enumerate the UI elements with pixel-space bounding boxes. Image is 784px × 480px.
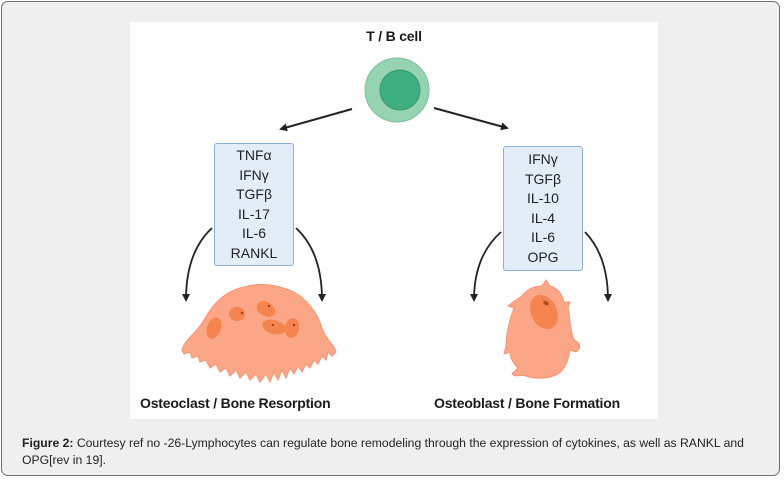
osteoblast-label: Osteoblast / Bone Formation	[434, 395, 620, 411]
cytokine-item: IL-6	[530, 229, 556, 245]
lymphocyte-title: T / B cell	[366, 28, 422, 44]
diagram-graphics	[181, 57, 612, 384]
curved-arrow-right-1	[470, 231, 502, 302]
cytokine-item: TGFβ	[235, 186, 273, 202]
curved-arrow-left-1	[182, 227, 213, 302]
cytokine-item: IL-10	[527, 190, 559, 206]
caption-label: Figure 2:	[22, 436, 74, 450]
osteoclast-cytokine-box: TNFα IFNγ TGFβ IL-17 IL-6 RANKL	[214, 143, 294, 266]
curved-arrow-left-2	[295, 227, 326, 302]
osteoblast-cytokine-box: IFNγ TGFβ IL-10 IL-4 IL-6 OPG	[503, 146, 583, 271]
cytokine-item: TNFα	[236, 147, 272, 163]
cytokine-item: RANKL	[230, 244, 278, 261]
caption-text: Courtesy ref no -26-Lymphocytes can regu…	[22, 436, 744, 467]
curved-arrow-right-2	[584, 231, 612, 302]
figure-caption: Figure 2: Courtesy ref no -26-Lymphocyte…	[22, 435, 772, 469]
arrow-to-osteoclast-path	[279, 108, 353, 132]
cytokine-item: IL-17	[238, 205, 270, 222]
cytokine-item: TGFβ	[524, 170, 562, 187]
cytokine-item: IFNγ	[528, 151, 558, 167]
cytokine-item: IL-4	[530, 209, 556, 226]
cytokine-item: IFNγ	[239, 166, 269, 183]
arrow-to-osteoblast-path	[433, 107, 509, 131]
cytokine-item: IL-6	[241, 225, 267, 241]
figure-image: T / B cell TNFα IFNγ TGFβ IL-17 IL-6 RAN…	[130, 22, 658, 419]
osteoclast-icon	[181, 283, 337, 384]
lymphocyte-icon	[364, 57, 430, 123]
cytokine-item: OPG	[527, 248, 559, 265]
osteoblast-icon	[503, 279, 581, 379]
osteoclast-label: Osteoclast / Bone Resorption	[140, 395, 331, 411]
